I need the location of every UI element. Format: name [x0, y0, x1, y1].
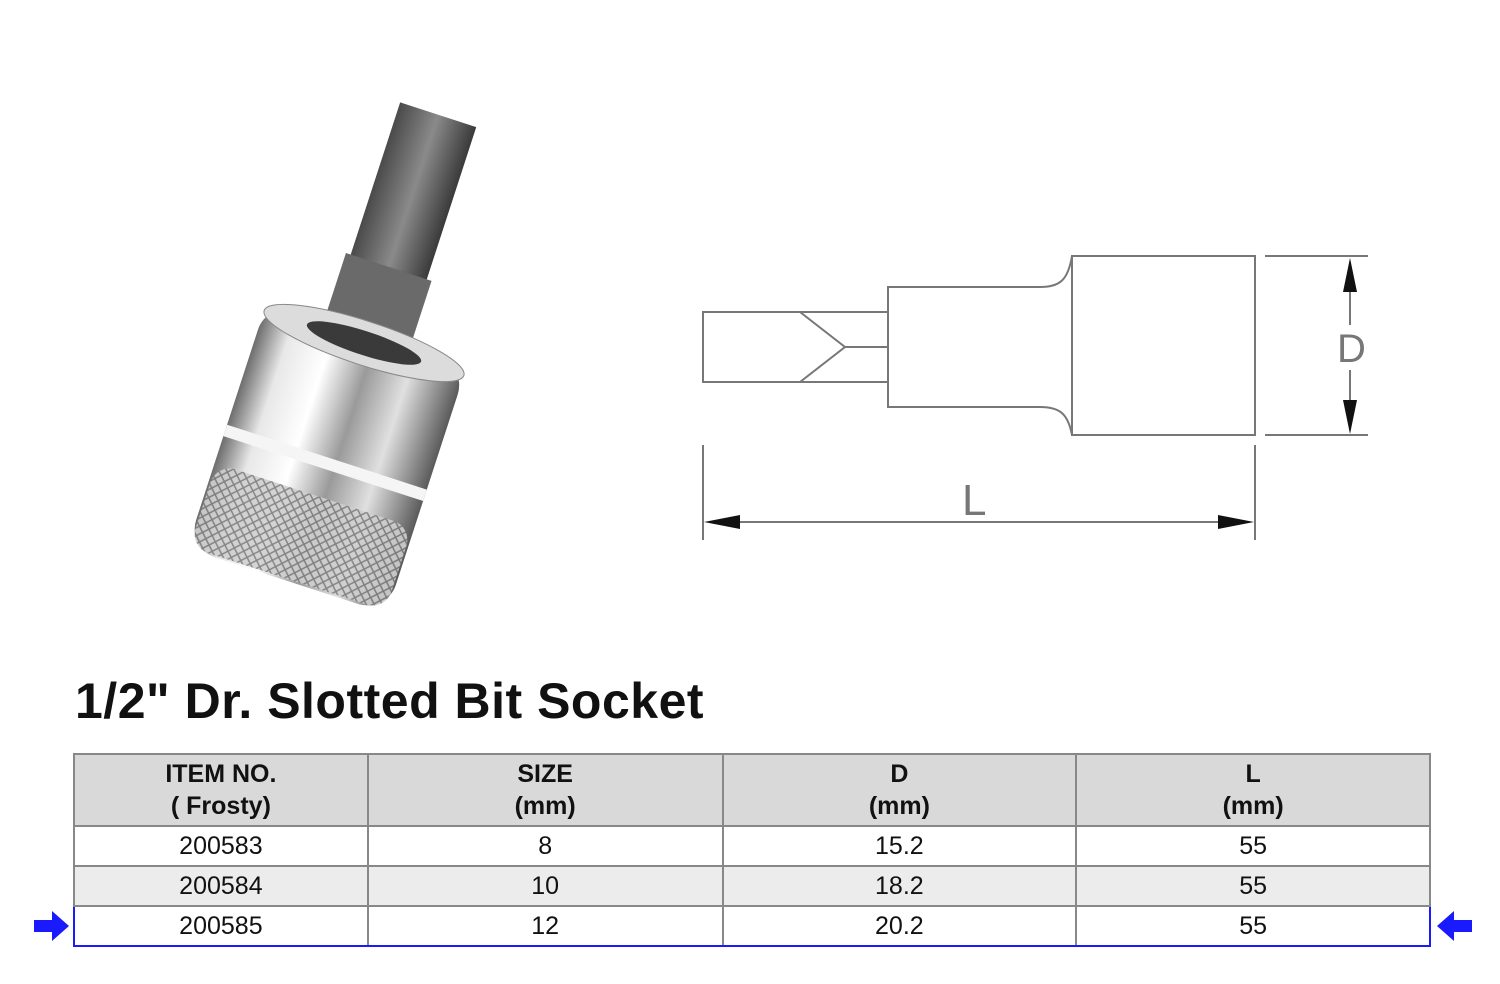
header-item-no: ITEM NO. ( Frosty) — [73, 753, 369, 827]
header-line: SIZE — [517, 760, 573, 788]
header-line: (mm) — [514, 792, 576, 820]
table-row: 200584 10 18.2 55 — [73, 865, 1431, 907]
product-title: 1/2" Dr. Slotted Bit Socket — [75, 673, 705, 729]
header-line: D — [890, 760, 909, 788]
d-arrow-up — [1343, 258, 1357, 292]
cell-size: 10 — [366, 865, 724, 907]
cell-l: 55 — [1075, 865, 1431, 907]
cell-size: 8 — [366, 825, 724, 867]
header-size: SIZE (mm) — [366, 753, 724, 827]
dim-l-label: L — [962, 476, 986, 525]
l-dimension-line — [702, 445, 1256, 540]
arrow-right-icon — [34, 911, 69, 941]
bit-outline — [702, 311, 888, 383]
cell-d: 15.2 — [721, 825, 1078, 867]
header-line: ITEM NO. — [165, 760, 277, 788]
arrow-left-icon — [1437, 911, 1472, 941]
header-line: L — [1245, 760, 1261, 788]
cell-item-no: 200585 — [73, 905, 369, 947]
socket-photo — [194, 102, 477, 606]
hex-outline — [887, 255, 1073, 436]
header-l: L (mm) — [1075, 753, 1431, 827]
table-row: 200583 8 15.2 55 — [73, 825, 1431, 867]
header-line: (mm) — [1222, 792, 1284, 820]
l-arrow-left — [704, 515, 740, 529]
cell-item-no: 200583 — [73, 825, 369, 867]
dimension-drawing: D L — [702, 255, 1368, 540]
d-arrow-down — [1343, 400, 1357, 434]
socket-outline — [1071, 255, 1256, 436]
header-line: (mm) — [868, 792, 930, 820]
dim-d-label: D — [1337, 327, 1366, 371]
cell-d: 18.2 — [721, 865, 1078, 907]
header-line: ( Frosty) — [170, 792, 271, 820]
d-extension-lines — [1265, 255, 1368, 436]
l-arrow-right — [1218, 515, 1254, 529]
table-row-highlighted: 200585 12 20.2 55 — [73, 905, 1431, 947]
cell-l: 55 — [1075, 825, 1431, 867]
cell-d: 20.2 — [721, 905, 1078, 947]
cell-item-no: 200584 — [73, 865, 369, 907]
table-header-row: ITEM NO. ( Frosty) SIZE (mm) D (mm) L (mm) — [73, 753, 1431, 827]
spec-table: ITEM NO. ( Frosty) SIZE (mm) D (mm) L (mm) 2… — [73, 753, 1431, 947]
header-d: D (mm) — [721, 753, 1078, 827]
cell-l: 55 — [1075, 905, 1431, 947]
cell-size: 12 — [366, 905, 724, 947]
